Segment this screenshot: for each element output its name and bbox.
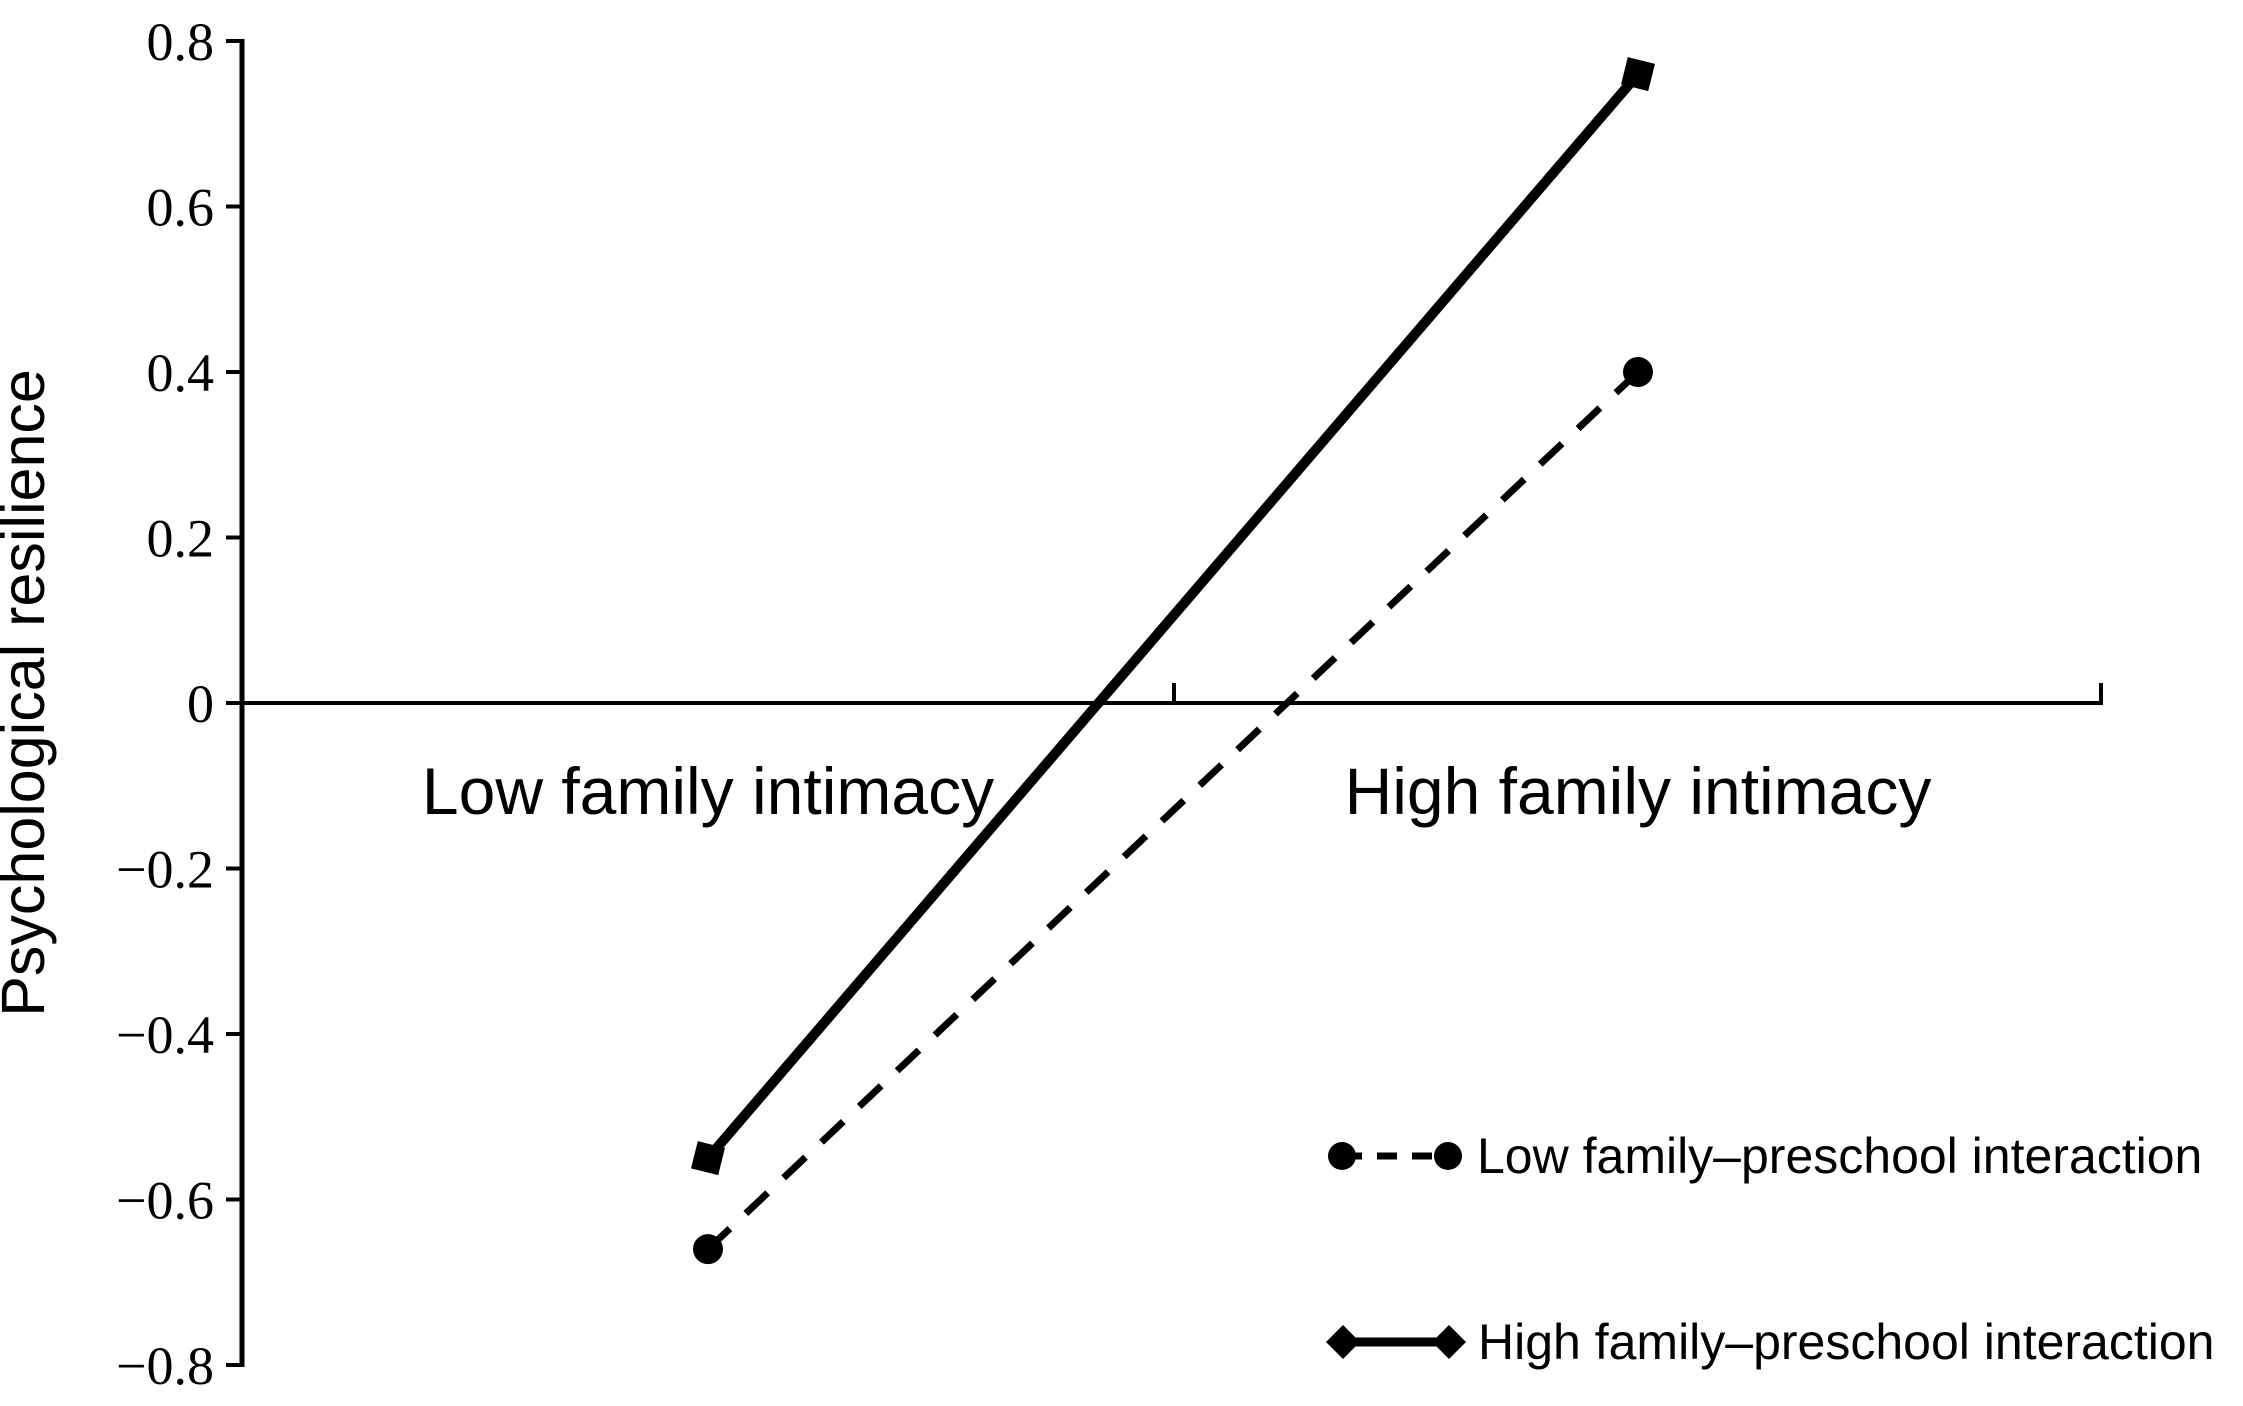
circle-marker-icon bbox=[1328, 1142, 1356, 1170]
x-category-label-high: High family intimacy bbox=[1345, 754, 1932, 828]
axes-group: 0.8 0.6 0.4 0.2 0 −0.2 −0.4 −0.6 −0.8 bbox=[116, 12, 2103, 1396]
legend-item-low: Low family–preschool interaction bbox=[1328, 1128, 2202, 1184]
series-line-low bbox=[705, 369, 1641, 1252]
y-tick-label: −0.4 bbox=[116, 1005, 214, 1065]
x-category-label-low: Low family intimacy bbox=[422, 754, 994, 828]
y-tick-label: −0.8 bbox=[116, 1336, 214, 1396]
diamond-marker-icon bbox=[1432, 1325, 1466, 1359]
circle-marker-icon bbox=[1434, 1142, 1462, 1170]
legend: Low family–preschool interaction High fa… bbox=[1326, 1128, 2214, 1370]
y-tick-label: −0.6 bbox=[116, 1171, 214, 1231]
y-tick-label: 0.6 bbox=[147, 178, 215, 238]
data-point-marker-square bbox=[1621, 57, 1655, 92]
legend-item-label: High family–preschool interaction bbox=[1478, 1314, 2214, 1370]
y-tick-label: 0 bbox=[187, 674, 214, 734]
legend-item-label: Low family–preschool interaction bbox=[1477, 1128, 2202, 1184]
series-group bbox=[691, 57, 1655, 1265]
legend-item-high: High family–preschool interaction bbox=[1326, 1314, 2214, 1370]
data-point-marker-square bbox=[691, 1141, 725, 1176]
y-axis-title: Psychological resilience bbox=[0, 369, 57, 1017]
y-tick-label: 0.4 bbox=[147, 343, 215, 403]
y-tick-label: −0.2 bbox=[116, 840, 214, 900]
diamond-marker-icon bbox=[1326, 1325, 1360, 1359]
data-point-marker-circle bbox=[693, 1234, 723, 1265]
y-tick-label: 0.8 bbox=[147, 12, 215, 72]
y-tick-label: 0.2 bbox=[147, 509, 215, 569]
series-line-high bbox=[704, 70, 1642, 1162]
data-point-marker-circle bbox=[1623, 357, 1653, 387]
